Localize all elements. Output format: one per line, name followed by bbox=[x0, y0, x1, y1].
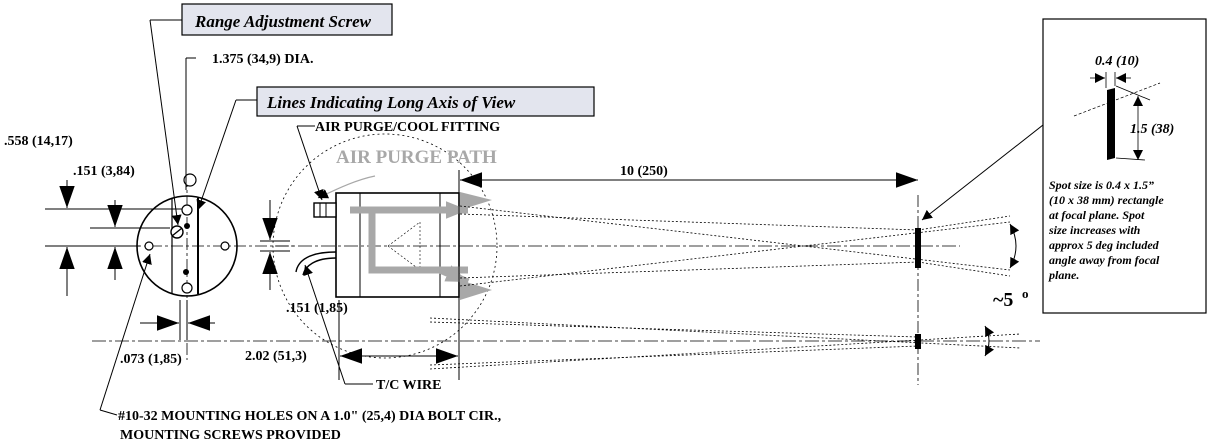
callout-long-axis: Lines Indicating Long Axis of View bbox=[256, 86, 595, 117]
dim-073-label: .073 (1,85) bbox=[120, 352, 182, 367]
inset-height-label: 1.5 (38) bbox=[1130, 122, 1174, 137]
mounting-holes-leader bbox=[99, 253, 152, 411]
mounting-holes-text: #10-32 MOUNTING HOLES ON A 1.0" (25,4) D… bbox=[118, 409, 501, 424]
inset-note-line: at focal plane. Spot bbox=[1049, 208, 1145, 222]
air-purge-path-label: AIR PURGE PATH bbox=[336, 147, 497, 168]
angle-label: ~5 bbox=[993, 289, 1013, 311]
callout-range-screw-text: Range Adjustment Screw bbox=[194, 12, 372, 31]
dim-558-label: .558 (14,17) bbox=[4, 134, 73, 149]
focal-spot-long bbox=[915, 228, 921, 268]
inset-width-label: 0.4 (10) bbox=[1095, 54, 1139, 69]
inset-note: Spot size is 0.4 x 1.5” (10 x 38 mm) rec… bbox=[1048, 178, 1164, 282]
center-dot-bottom bbox=[183, 269, 189, 275]
inset-note-line: plane. bbox=[1048, 268, 1079, 282]
dim-151-bottom-label: .151 (1,85) bbox=[286, 301, 348, 316]
inset-note-line: angle away from focal bbox=[1049, 253, 1160, 267]
spot-size-inset: 0.4 (10) 1.5 (38) Spot size is 0.4 x 1.5… bbox=[1042, 18, 1207, 314]
callout-range-screw: Range Adjustment Screw bbox=[181, 3, 393, 36]
dist-10-label: 10 (250) bbox=[620, 164, 668, 179]
end-view-dimensions bbox=[45, 19, 263, 411]
left-mounting-hole bbox=[144, 241, 154, 251]
center-dot-top bbox=[184, 223, 190, 229]
angle-arc-lower bbox=[984, 325, 995, 357]
inset-leader bbox=[921, 124, 1044, 221]
top-screw-hole bbox=[181, 204, 193, 216]
field-of-view-lower bbox=[429, 317, 1021, 370]
angle-arc-upper bbox=[1009, 223, 1020, 269]
tc-wire bbox=[295, 251, 337, 273]
long-axis-leader bbox=[196, 99, 237, 211]
inset-note-line: size increases with bbox=[1048, 223, 1141, 237]
dia-1375-label: 1.375 (34,9) DIA. bbox=[212, 52, 314, 67]
bottom-screw-hole bbox=[181, 282, 193, 294]
focal-spot-short bbox=[915, 334, 921, 349]
air-purge-fitting-label: AIR PURGE/COOL FITTING bbox=[315, 120, 500, 135]
dim-151-top-label: .151 (3,84) bbox=[73, 164, 135, 179]
side-view-dimensions bbox=[260, 170, 918, 385]
inset-note-line: (10 x 38 mm) rectangle bbox=[1049, 193, 1164, 207]
lens-window bbox=[183, 173, 197, 187]
range-screw-leader bbox=[149, 19, 182, 226]
inset-note-line: approx 5 deg included bbox=[1049, 238, 1160, 252]
right-mounting-hole bbox=[220, 241, 230, 251]
end-view bbox=[45, 173, 295, 360]
screw-slot bbox=[171, 227, 183, 237]
inset-note-line: Spot size is 0.4 x 1.5” bbox=[1049, 178, 1154, 192]
angle-degree: o bbox=[1022, 286, 1029, 301]
tc-wire-label: T/C WIRE bbox=[376, 378, 441, 393]
callout-long-axis-text: Lines Indicating Long Axis of View bbox=[266, 93, 516, 112]
mounting-screws-text: MOUNTING SCREWS PROVIDED bbox=[120, 428, 341, 443]
dim-202-label: 2.02 (51,3) bbox=[245, 349, 307, 364]
air-purge-fitting bbox=[313, 202, 337, 218]
air-purge-path bbox=[350, 201, 470, 286]
range-circle bbox=[272, 133, 498, 359]
spot-rectangle bbox=[1107, 88, 1115, 160]
